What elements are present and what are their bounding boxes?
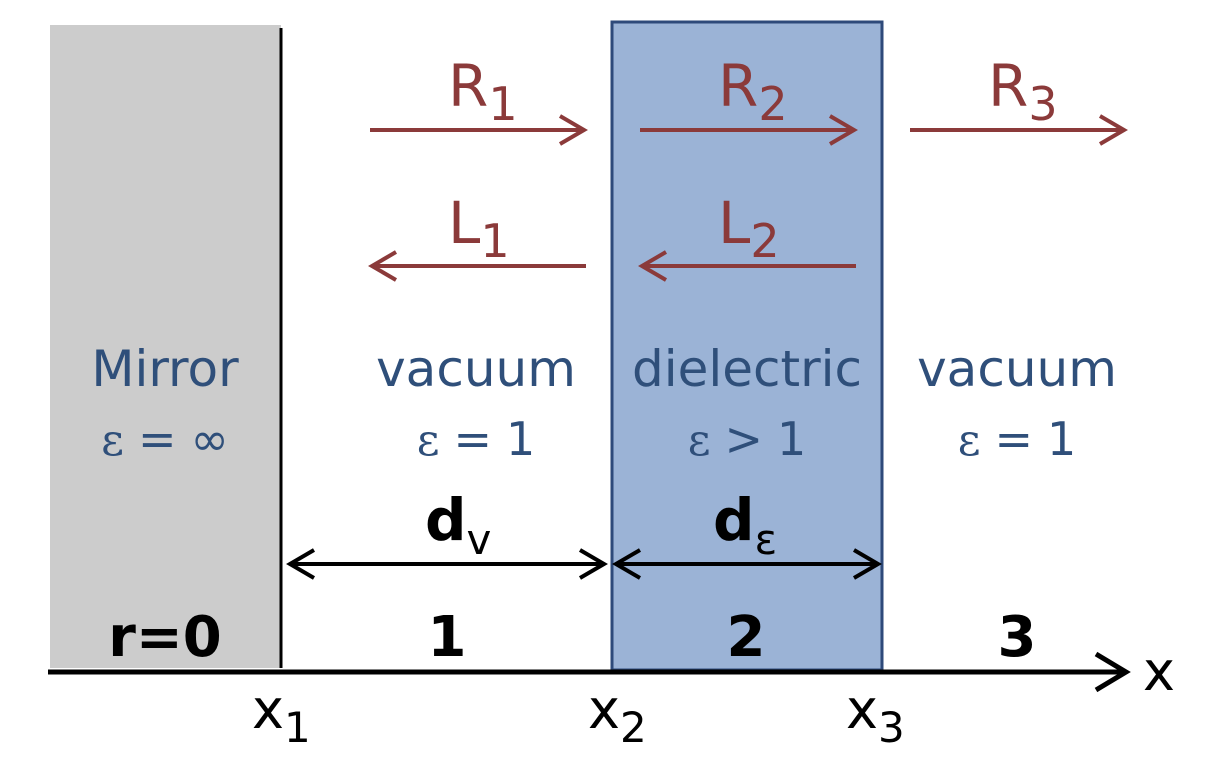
wave-L2: L2	[638, 189, 856, 282]
dimension-dv: dv	[286, 486, 608, 580]
medium-name-vacuum-1: vacuum	[376, 340, 576, 398]
mirror-region	[50, 25, 281, 668]
wave-R1: R1	[370, 52, 588, 146]
wave-label-R1: R1	[448, 52, 518, 131]
arrowhead-R1	[558, 114, 588, 146]
region-label-mirror: r=0	[108, 605, 222, 670]
x-axis-label: x	[1143, 640, 1175, 703]
medium-name-dielectric: dielectric	[632, 340, 862, 398]
wave-L1: L1	[368, 189, 586, 282]
arrowhead-L2	[638, 250, 668, 282]
wave-R3: R3	[910, 52, 1128, 146]
dimension-arrowhead-right-de	[852, 548, 882, 580]
region-label-2: 2	[727, 605, 766, 670]
region-label-1: 1	[428, 605, 467, 670]
position-label-x2: x2	[588, 678, 647, 752]
wave-label-R3: R3	[988, 52, 1058, 131]
medium-epsilon-dielectric: ε>1	[688, 412, 807, 466]
arrowhead-R3	[1098, 114, 1128, 146]
medium-epsilon-vacuum-1: ε=1	[417, 412, 536, 466]
medium-name-mirror: Mirror	[91, 340, 239, 398]
x-axis-arrowhead	[1094, 651, 1131, 693]
wave-label-L1: L1	[448, 189, 510, 268]
dimension-arrowhead-left-de	[612, 548, 642, 580]
region-label-3: 3	[998, 605, 1037, 670]
dimension-arrowhead-left-dv	[286, 548, 316, 580]
dimension-arrowhead-right-dv	[578, 548, 608, 580]
wave-R2: R2	[640, 52, 858, 146]
position-label-x3: x3	[846, 678, 905, 752]
arrowhead-R2	[828, 114, 858, 146]
dimension-label-dv: dv	[425, 486, 491, 564]
medium-epsilon-vacuum-3: ε=1	[958, 412, 1077, 466]
medium-epsilon-mirror: ε=∞	[101, 412, 229, 466]
dimension-de: dε	[612, 486, 882, 580]
dimension-label-de: dε	[713, 486, 777, 564]
medium-name-vacuum-3: vacuum	[917, 340, 1117, 398]
arrowhead-L1	[368, 250, 398, 282]
wave-label-R2: R2	[718, 52, 788, 131]
wave-label-L2: L2	[718, 189, 780, 268]
position-label-x1: x1	[252, 678, 311, 752]
